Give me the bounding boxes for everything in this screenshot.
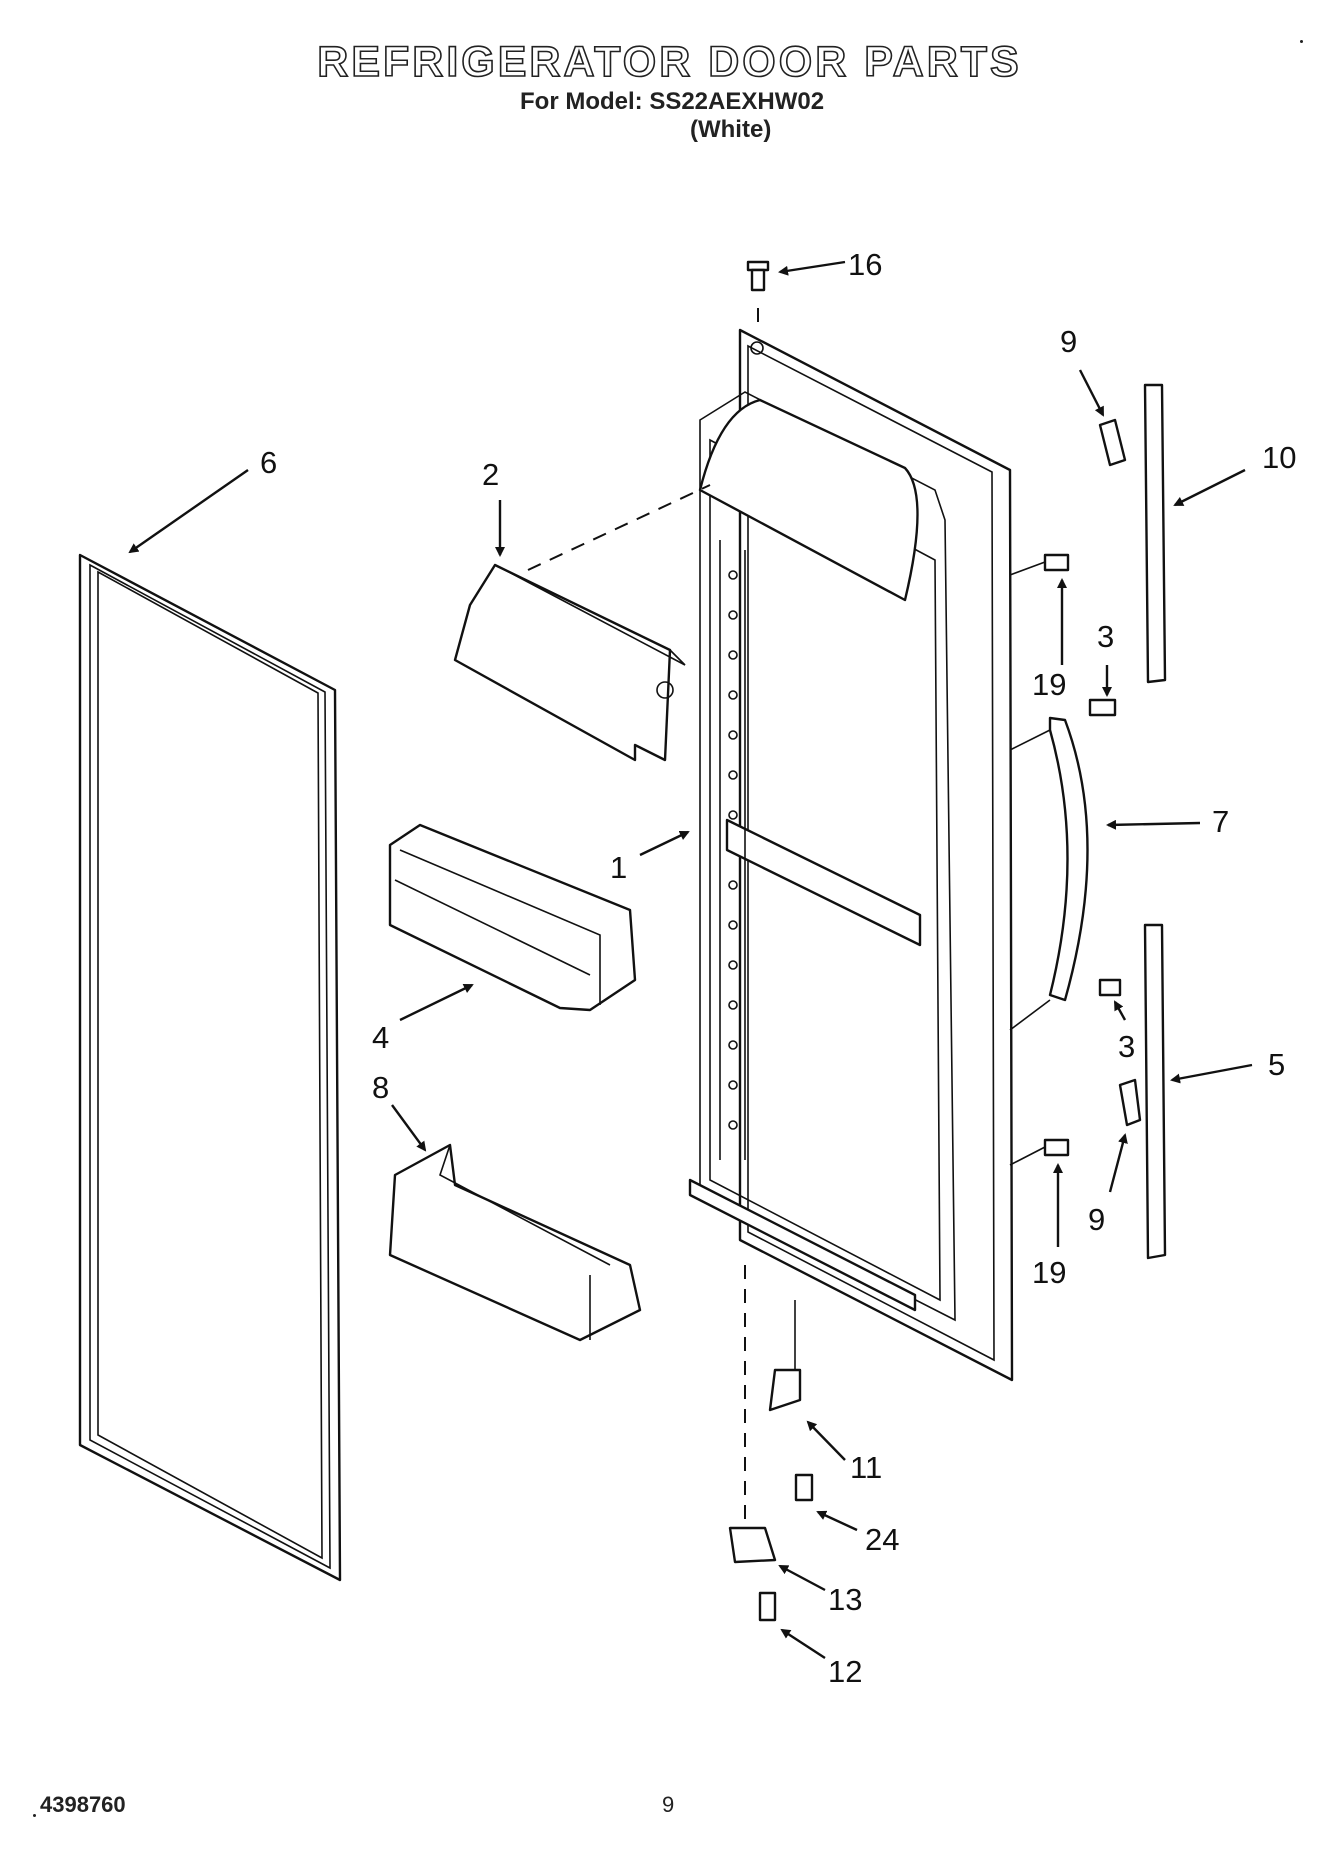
page-title: REFRIGERATOR DOOR PARTS	[316, 37, 1022, 87]
callout-3-lower: 3	[1118, 1029, 1135, 1064]
arrow-3-lower	[1113, 1000, 1127, 1021]
color-note: (White)	[690, 116, 772, 143]
callout-24: 24	[865, 1522, 899, 1557]
handle-screw-lower-part	[1098, 978, 1122, 997]
hinge-screw-part	[794, 1473, 814, 1502]
arrow-24	[816, 1510, 858, 1532]
callout-3-upper: 3	[1097, 619, 1114, 654]
arrow-12	[780, 1628, 826, 1660]
corner-mark	[1300, 40, 1303, 43]
arrow-9-lower	[1108, 1133, 1128, 1193]
callout-11: 11	[850, 1450, 882, 1485]
callout-9-upper: 9	[1060, 324, 1077, 359]
corner-mark-bottom	[33, 1814, 36, 1817]
dairy-door-part	[453, 563, 686, 762]
callout-2: 2	[482, 457, 499, 492]
bin-part	[388, 823, 637, 1012]
model-line: For Model: SS22AEXHW02	[520, 88, 825, 115]
lower-trim-part	[1143, 923, 1167, 1260]
callout-1: 1	[610, 850, 627, 885]
callout-12: 12	[828, 1654, 862, 1689]
arrow-8	[391, 1104, 427, 1152]
door-liner-part	[688, 308, 1014, 1560]
callout-8: 8	[372, 1070, 389, 1105]
callout-9-lower: 9	[1088, 1202, 1105, 1237]
callout-5: 5	[1268, 1047, 1285, 1082]
hinge-part	[768, 1300, 802, 1412]
arrow-6	[128, 469, 249, 554]
arrow-7	[1106, 819, 1201, 830]
callout-7: 7	[1212, 804, 1229, 839]
arrow-9-upper	[1078, 369, 1105, 417]
callout-4: 4	[372, 1020, 389, 1055]
callout-10: 10	[1262, 440, 1296, 475]
bracket-screw-part	[758, 1591, 777, 1622]
shelf-bin-part	[388, 1143, 642, 1342]
dairy-door-alignment-line	[527, 484, 711, 571]
plug-part	[746, 260, 770, 292]
page-number: 9	[662, 1792, 675, 1817]
callout-6: 6	[260, 445, 277, 480]
hinge-bracket-part	[728, 1526, 777, 1564]
arrow-13	[778, 1564, 826, 1592]
upper-trim-part	[1143, 383, 1167, 684]
trim-clip-upper-part	[1098, 418, 1127, 467]
door-gasket-part	[78, 553, 342, 1582]
callout-19-upper: 19	[1032, 667, 1066, 702]
callout-19-lower: 19	[1032, 1255, 1066, 1290]
door-handle-part	[1009, 716, 1089, 1031]
arrow-10	[1173, 468, 1246, 507]
arrow-1	[639, 830, 690, 857]
screw-lower-19-part	[1009, 1138, 1070, 1166]
callout-16: 16	[848, 247, 882, 282]
arrow-5	[1170, 1063, 1253, 1084]
arrow-4	[399, 983, 474, 1022]
handle-screw-upper-part	[1088, 698, 1117, 717]
arrow-16	[778, 260, 846, 276]
trim-clip-lower-part	[1118, 1078, 1142, 1127]
arrow-11	[806, 1420, 846, 1461]
callout-13: 13	[828, 1582, 862, 1617]
screw-upper-19-part	[1009, 553, 1070, 576]
doc-number: 4398760	[40, 1792, 126, 1817]
